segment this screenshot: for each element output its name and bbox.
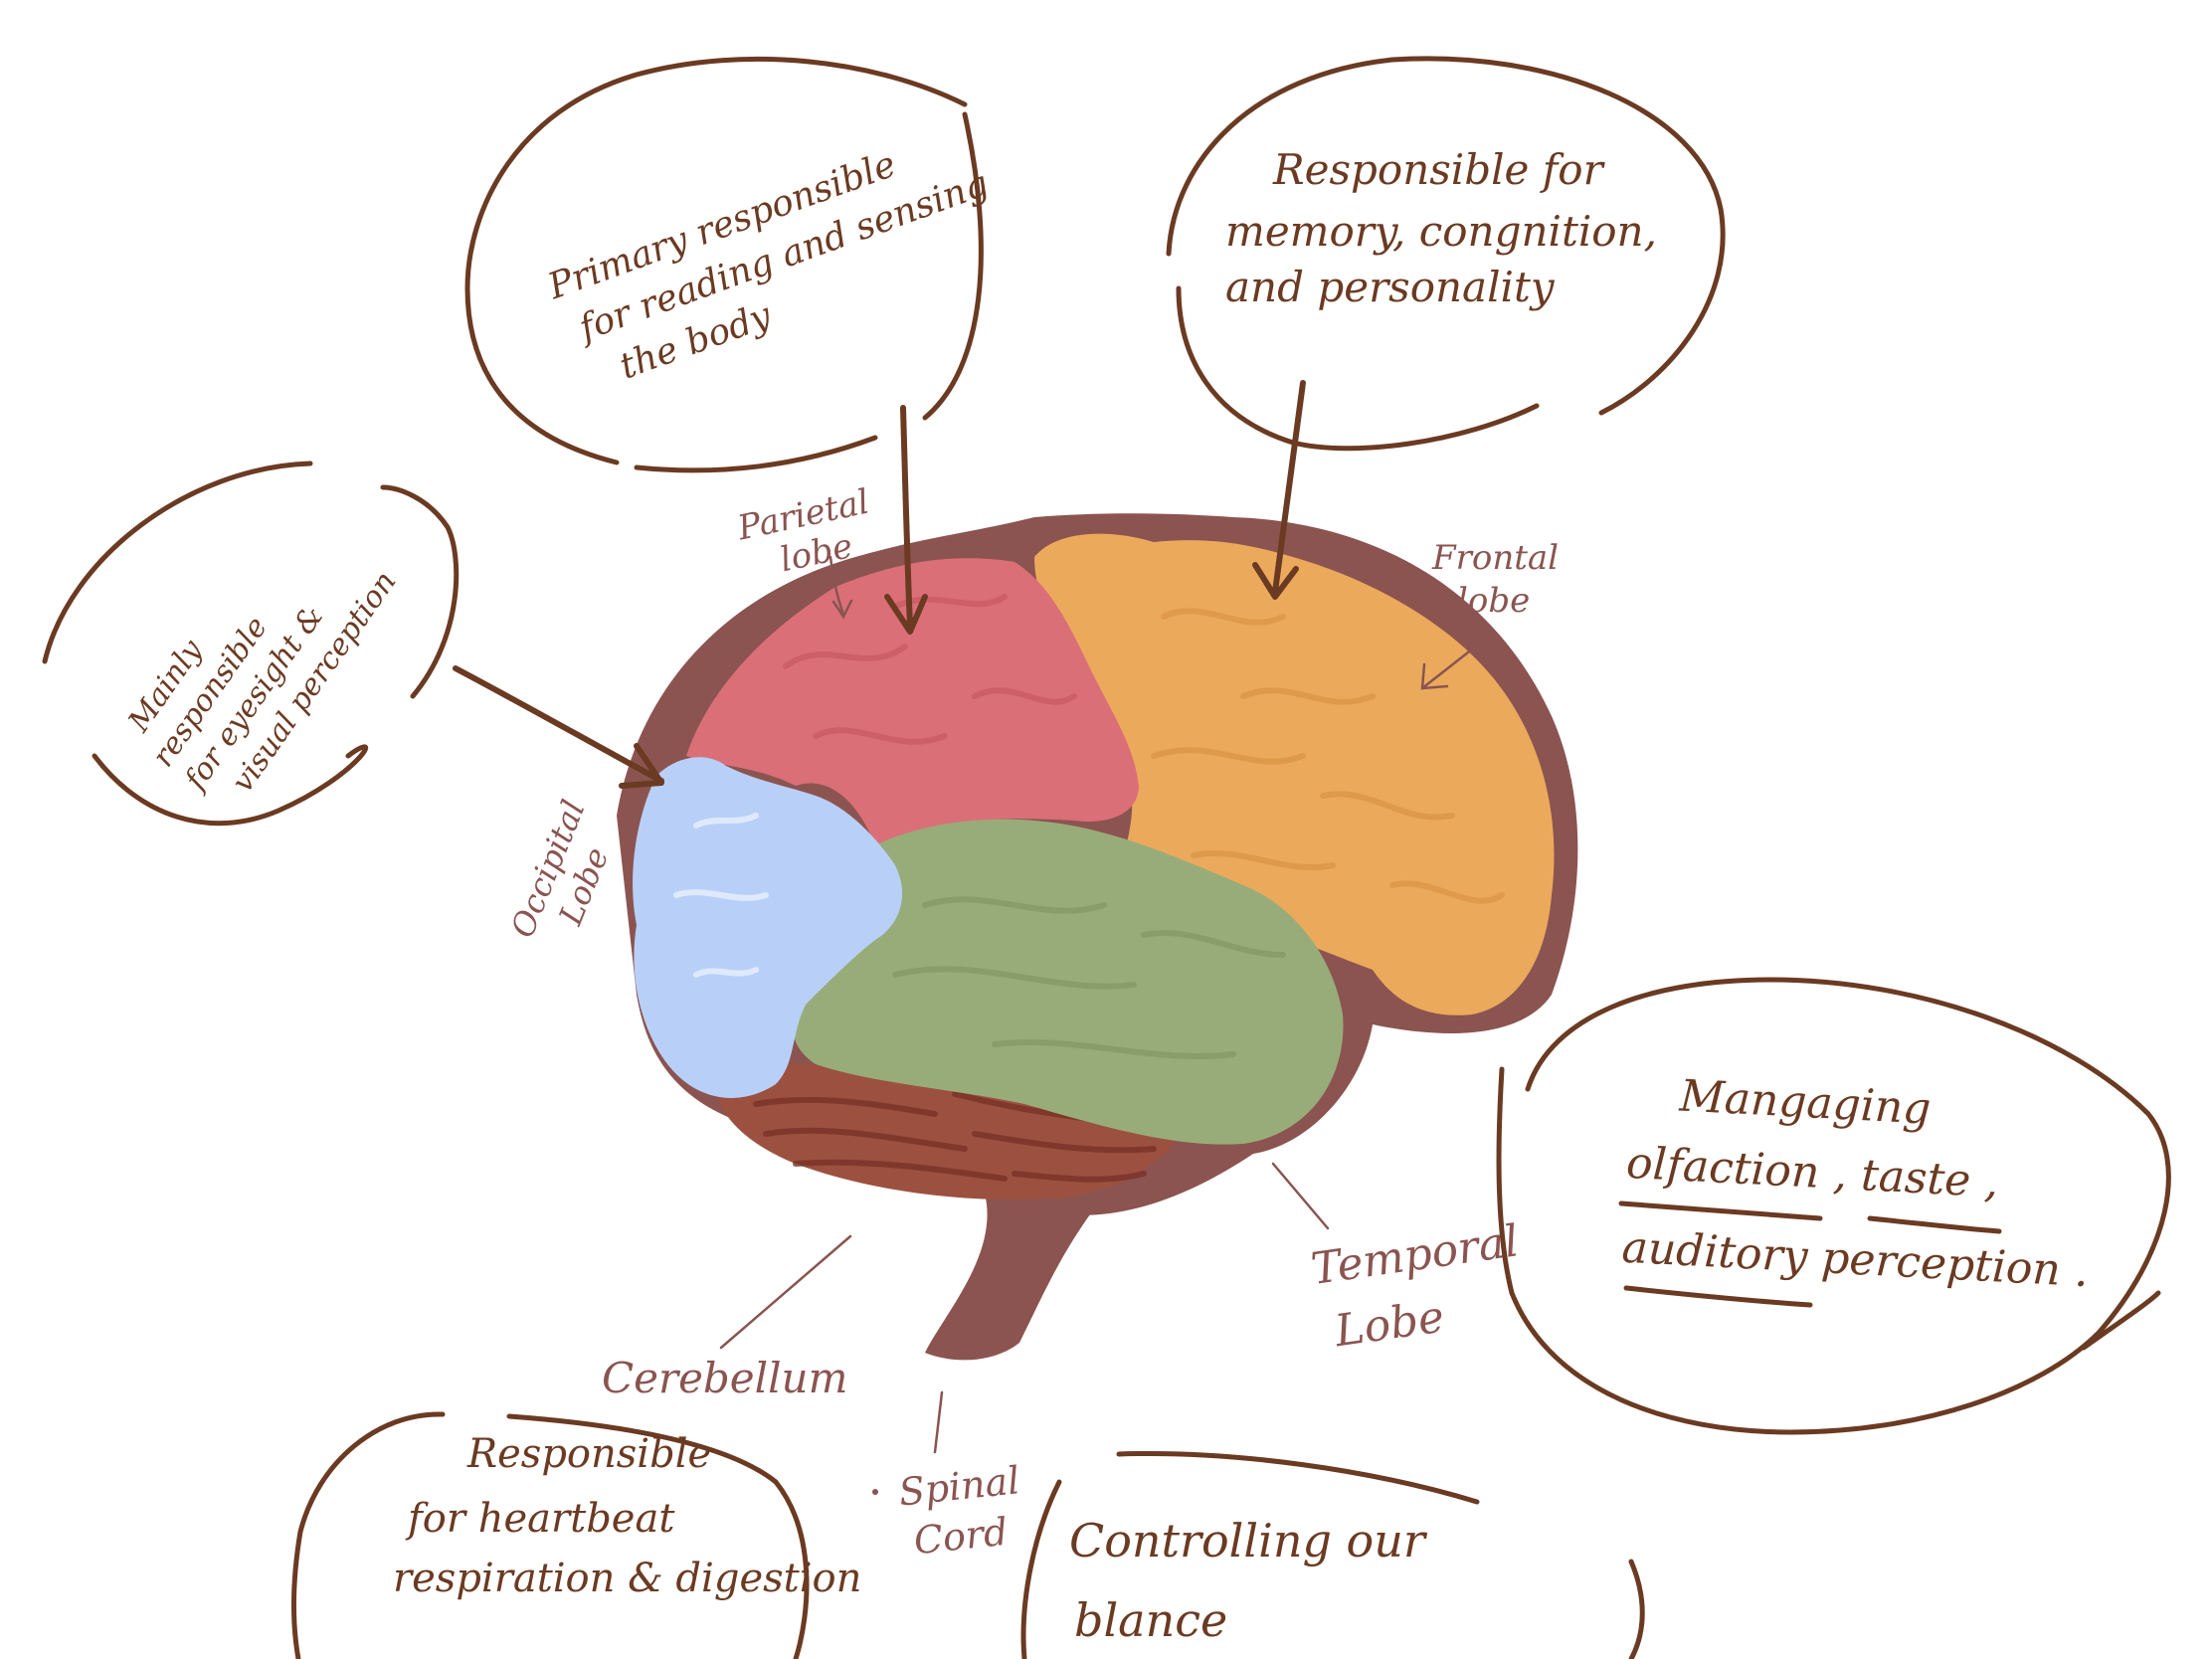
- temporal-note-line3: auditory perception .: [1620, 1222, 2090, 1298]
- parietal-note-bubble: [464, 56, 984, 473]
- frontal-note-line3: and personality: [1225, 263, 1556, 311]
- svg-text:Mainly responsible: Mainly responsible for eyesight & visual…: [112, 496, 404, 821]
- svg-text:Occipital Lobe: Occipital Lobe: [503, 786, 634, 958]
- temporal-leader: [1271, 1162, 1330, 1230]
- frontal-note-line2: memory, congnition,: [1225, 207, 1657, 256]
- svg-text:Spinal Cord: Spinal Cord: [897, 1457, 1039, 1564]
- spinal-cord-label: Spinal Cord: [872, 1390, 1039, 1564]
- frontal-note-line1: Responsible for: [1272, 145, 1606, 194]
- frontal-lobe: [1034, 533, 1555, 1015]
- frontal-note: Responsible for memory, congnition, and …: [1166, 56, 1726, 600]
- brain-illustration: [617, 513, 1578, 1361]
- parietal-leader: [829, 555, 853, 620]
- temporal-note-line1: Mangaging: [1678, 1070, 1933, 1134]
- spinal-cord-note: Controlling our blance: [1020, 1451, 1645, 1659]
- svg-text:Mangaging olfaction , ta: Mangaging olfaction , taste , auditory p…: [1620, 1068, 2098, 1297]
- cerebellum-note-line2: for heartbeat: [405, 1496, 675, 1542]
- brain-stem: [925, 1184, 1114, 1361]
- spinal-cord-note-line1: Controlling our: [1069, 1514, 1428, 1567]
- frontal-label-line2: lobe: [1457, 581, 1530, 621]
- svg-text:Responsible for heartbea: Responsible for heartbeat respiration & …: [393, 1431, 861, 1601]
- occipital-arrow: [453, 665, 664, 789]
- temporal-lobe: [793, 819, 1344, 1145]
- svg-text:Frontal lobe: Frontal lobe: [1431, 538, 1569, 621]
- frontal-leader: [1420, 640, 1484, 690]
- cerebellum-note-line1: Responsible: [466, 1431, 711, 1477]
- cerebellum-label: Cerebellum: [602, 1234, 852, 1402]
- frontal-arrow: [1252, 380, 1306, 600]
- temporal-label-line1: Temporal: [1308, 1215, 1522, 1295]
- cerebellum-label-text: Cerebellum: [602, 1354, 847, 1402]
- occipital-note: Mainly responsible for eyesight & visual…: [42, 461, 664, 827]
- cerebellum-note-bubble: [290, 1411, 810, 1659]
- occipital-label: Occipital Lobe: [503, 786, 634, 958]
- spinal-cord-dot: [872, 1489, 878, 1495]
- spinal-cord-label-line2: Cord: [912, 1510, 1011, 1564]
- frontal-label: Frontal lobe: [1420, 538, 1569, 690]
- parietal-arrow: [884, 405, 928, 635]
- occipital-lobe: [633, 757, 903, 1098]
- frontal-label-line1: Frontal: [1431, 538, 1559, 578]
- temporal-note-line2: olfaction , taste ,: [1625, 1138, 2000, 1208]
- svg-text:Primary responsible for: Primary responsible for reading and sens…: [542, 112, 1021, 401]
- temporal-label-line2: Lobe: [1331, 1292, 1447, 1358]
- cerebellum-note: Responsible for heartbeat respiration & …: [290, 1411, 861, 1659]
- temporal-note-underlines: [1618, 1200, 2002, 1308]
- svg-text:Controlling our blance: Controlling our blance: [1069, 1514, 1439, 1647]
- svg-text:Responsible for memory,: Responsible for memory, congnition, and …: [1225, 145, 1670, 311]
- cerebellum-leader: [719, 1234, 852, 1350]
- parietal-lobe: [686, 558, 1139, 845]
- temporal-note-bubble: [1496, 977, 2171, 1435]
- temporal-note: Mangaging olfaction , taste , auditory p…: [1496, 977, 2171, 1435]
- spinal-cord-note-bubble: [1020, 1451, 1645, 1659]
- spinal-cord-label-line1: Spinal: [897, 1458, 1022, 1514]
- spinal-cord-note-line2: blance: [1074, 1593, 1227, 1647]
- occipital-note-bubble: [42, 461, 460, 827]
- cerebellum-note-line3: respiration & digestion: [393, 1556, 861, 1601]
- spinal-cord-leader: [933, 1390, 944, 1454]
